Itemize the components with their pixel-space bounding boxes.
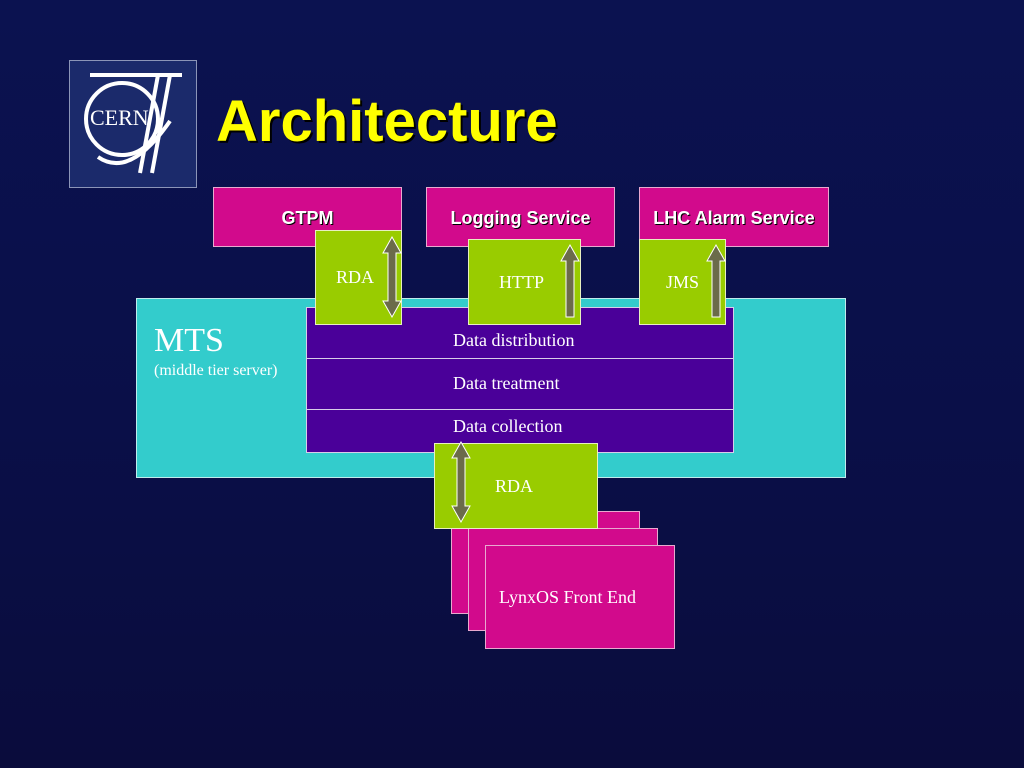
- up-arrow-icon: [560, 243, 580, 318]
- cern-logo-graphic: CERN: [70, 61, 196, 187]
- layer-data-treatment: Data treatment: [306, 358, 734, 410]
- logo-text: CERN: [90, 105, 149, 130]
- bidirectional-arrow-icon: [451, 440, 471, 524]
- service-label: Logging Service: [450, 208, 591, 228]
- layer-label: Data distribution: [453, 330, 575, 350]
- protocol-label: RDA: [495, 476, 534, 496]
- front-end-lynxos: LynxOS Front End: [485, 545, 675, 649]
- up-arrow-icon: [706, 243, 726, 318]
- service-lhc-alarm: LHC Alarm Service: [639, 187, 829, 247]
- protocol-label: HTTP: [499, 272, 544, 292]
- cern-logo: CERN: [69, 60, 197, 188]
- service-label: LHC Alarm Service: [653, 208, 815, 228]
- service-logging: Logging Service: [426, 187, 615, 247]
- bidirectional-arrow-icon: [382, 235, 402, 319]
- mts-subtitle: (middle tier server): [154, 362, 278, 379]
- slide-title: Architecture: [216, 89, 558, 154]
- service-label: GTPM: [281, 208, 334, 228]
- protocol-http: HTTP: [468, 239, 581, 325]
- layer-label: Data treatment: [453, 373, 560, 393]
- front-end-label: LynxOS Front End: [499, 587, 637, 607]
- mts-title: MTS: [154, 322, 224, 359]
- protocol-label: RDA: [336, 267, 375, 287]
- layer-label: Data collection: [453, 416, 563, 436]
- protocol-label: JMS: [666, 272, 700, 292]
